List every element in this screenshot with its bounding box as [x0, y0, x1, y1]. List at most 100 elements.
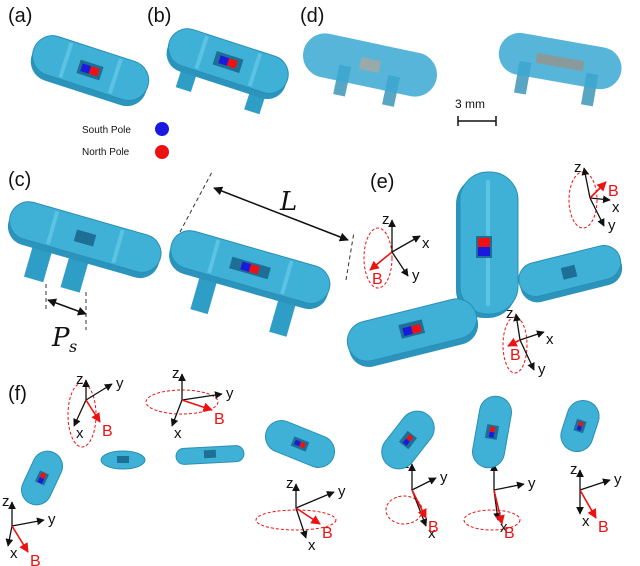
x-axis-label: x — [612, 199, 620, 216]
z-axis-label: z — [382, 211, 390, 228]
x-axis-arrow — [295, 507, 308, 539]
field-rotation-ellipse — [255, 509, 337, 531]
y-axis-label: y — [116, 375, 124, 392]
panel-label-f: (f) — [8, 383, 27, 405]
x-axis-arrow — [73, 399, 87, 427]
x-axis-label: x — [546, 331, 554, 348]
y-axis-arrow — [11, 517, 45, 527]
field-vector-arrow — [11, 525, 29, 553]
robot-c-left — [7, 201, 162, 293]
robot-f-4 — [264, 420, 336, 468]
z-axis-arrow — [581, 167, 591, 199]
field-vector-arrow — [295, 507, 321, 525]
x-axis-arrow — [519, 330, 545, 341]
panel-label-d: (d) — [300, 5, 324, 27]
robot-b — [166, 28, 289, 115]
x-axis-label: x — [308, 537, 316, 554]
robot-f-5 — [381, 410, 435, 470]
z-axis-label: z — [574, 159, 582, 176]
robot-e-standing — [456, 171, 519, 318]
north-pole-label: North Pole — [82, 147, 130, 158]
y-axis-arrow — [579, 478, 611, 491]
z-axis-label: z — [172, 365, 180, 382]
field-vector-arrow — [493, 489, 505, 525]
field-rotation-ellipse — [463, 509, 521, 531]
y-axis-arrow — [295, 491, 335, 509]
panel-label-a: (a) — [8, 5, 32, 27]
z-axis-arrow — [513, 313, 521, 341]
y-axis-arrow — [181, 391, 223, 401]
x-axis-label: x — [76, 425, 84, 442]
field-vector-arrow — [579, 489, 597, 519]
panel-label-b: (b) — [147, 5, 171, 27]
south-pole-swatch — [155, 122, 169, 136]
y-axis-label: y — [528, 475, 536, 492]
field-label: B — [428, 519, 439, 536]
field-label: B — [504, 525, 515, 542]
x-axis-arrow — [589, 195, 611, 204]
y-axis-arrow — [85, 383, 113, 401]
x-axis-arrow — [170, 399, 183, 427]
field-vector-arrow — [181, 399, 213, 412]
robot-a — [30, 35, 150, 107]
x-axis-arrow — [5, 525, 14, 547]
scale-bar-label: 3 mm — [455, 97, 485, 111]
y-axis-arrow — [589, 197, 605, 227]
field-vector-arrow — [85, 399, 101, 423]
field-label: B — [102, 423, 113, 440]
length-dimension: L — [179, 171, 355, 281]
field-label: B — [598, 519, 609, 536]
robot-c-right — [169, 230, 331, 337]
robot-f-1 — [21, 450, 63, 506]
x-axis-label: x — [428, 525, 436, 542]
photo-robot-1 — [303, 33, 437, 107]
spacing-subscript: s — [69, 337, 77, 356]
field-label: B — [608, 183, 619, 200]
north-pole-swatch — [155, 145, 169, 159]
y-axis-arrow — [391, 251, 409, 277]
field-vector-arrow — [507, 337, 521, 347]
length-label: L — [279, 187, 297, 217]
z-axis-label: z — [506, 305, 514, 322]
field-label: B — [372, 271, 383, 288]
spacing-dimension: P s — [45, 284, 87, 356]
y-axis-arrow — [519, 339, 535, 371]
z-axis-label: z — [2, 493, 10, 510]
robot-e-right — [518, 245, 623, 303]
y-axis-arrow — [493, 481, 525, 491]
y-axis-label: y — [48, 511, 56, 528]
x-axis-label: x — [10, 545, 18, 562]
x-axis-label: x — [582, 513, 590, 530]
y-axis-label: y — [412, 267, 420, 284]
panel-label-e: (e) — [370, 171, 394, 193]
pole-legend: South Pole North Pole — [82, 122, 169, 159]
y-axis-label: y — [440, 469, 448, 486]
field-rotation-ellipse — [502, 316, 528, 374]
robot-f-2 — [100, 450, 146, 470]
scale-bar: 3 mm — [455, 97, 497, 126]
y-axis-label: y — [614, 471, 622, 488]
field-label: B — [510, 347, 521, 364]
x-axis-label: x — [174, 425, 182, 442]
field-rotation-ellipse — [363, 227, 393, 289]
y-axis-arrow — [411, 477, 437, 491]
z-axis-label: z — [76, 371, 84, 388]
x-axis-label: x — [422, 235, 430, 252]
x-axis-label: x — [500, 519, 508, 536]
field-vector-arrow — [411, 489, 427, 519]
field-label: B — [30, 553, 41, 566]
south-pole-label: South Pole — [82, 125, 131, 136]
y-axis-label: y — [538, 361, 546, 378]
robot-f-6 — [472, 395, 512, 469]
spacing-label: P — [51, 323, 70, 353]
field-rotation-ellipse — [568, 171, 598, 229]
z-axis-label: z — [286, 475, 294, 492]
robot-f-3 — [175, 445, 245, 465]
robot-e-bottom — [346, 298, 479, 367]
x-axis-arrow — [391, 235, 421, 253]
z-axis-label: z — [570, 461, 578, 478]
field-label: B — [322, 525, 333, 542]
field-vector-arrow — [369, 251, 393, 271]
y-axis-label: y — [608, 217, 616, 234]
